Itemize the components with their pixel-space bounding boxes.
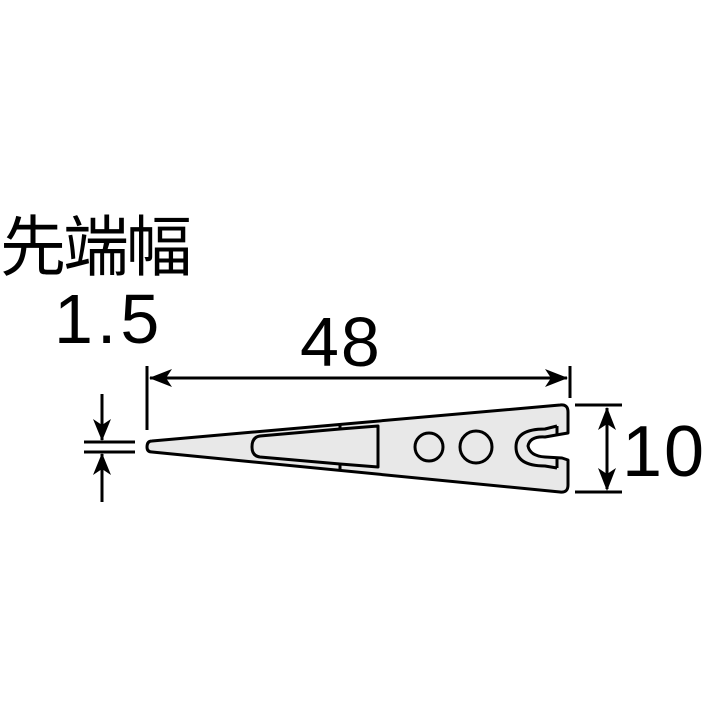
arrowhead-left-icon [149, 369, 172, 387]
tip-width-dimension [84, 394, 135, 502]
arrowhead-up-icon [93, 453, 111, 475]
tip-width-title: 先端幅 [0, 209, 189, 286]
tweezer-tip-shape [145, 403, 570, 494]
arrowhead-right-icon [545, 369, 568, 387]
height-dimension [575, 403, 622, 494]
length-dimension [145, 366, 572, 430]
arrowhead-down-icon [93, 419, 111, 441]
height-value: 10 [622, 412, 706, 492]
arrowhead-down-icon [598, 468, 616, 491]
length-value: 48 [300, 303, 382, 381]
arrowhead-up-icon [598, 407, 616, 430]
tip-width-value: 1.5 [54, 280, 163, 358]
